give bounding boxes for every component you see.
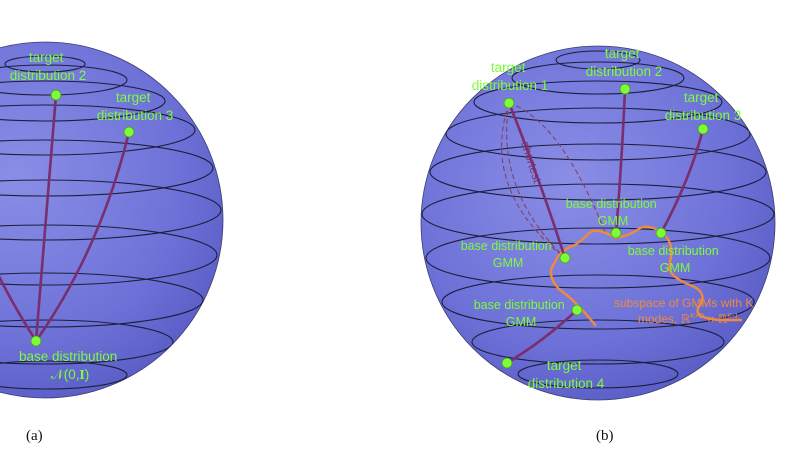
gmm-subspace-curve	[549, 225, 742, 327]
label-b-gmm-lower: base distribution GMM	[474, 298, 569, 329]
point-b-gmm-lower	[571, 304, 583, 316]
label-a-target3: target distribution 3	[97, 90, 174, 123]
geodesic-a-base-to-target2	[34, 93, 58, 343]
latitude-lines-b	[421, 50, 775, 389]
label-b-gmm-left: base distribution GMM	[461, 239, 556, 270]
geodesic-b-shortest	[507, 101, 567, 260]
point-b-target1	[503, 97, 515, 109]
geodesic-a-base-to-offscreen	[0, 275, 38, 343]
label-b-target4: target distribution 4	[528, 358, 605, 391]
caption-a: (a)	[26, 428, 43, 444]
geodesic-a-base-to-target3	[34, 130, 131, 343]
label-subspace-line1: subspace of GMMs with K	[614, 296, 753, 310]
point-b-target3	[697, 123, 709, 135]
point-a-target3	[123, 126, 135, 138]
dashed-path-3	[508, 102, 606, 233]
point-a-target2	[50, 89, 62, 101]
panel-b: target distribution 1 target distributio…	[420, 45, 776, 444]
label-b-target3: target distribution 3	[665, 90, 742, 123]
geodesic-b-to-target3	[659, 127, 705, 235]
point-b-gmm-top	[610, 227, 622, 239]
label-a-base: base distribution 𝒩(0,𝐈)	[19, 349, 121, 382]
label-b-gmm-right: base distribution GMM	[628, 244, 723, 275]
label-a-target2: target distribution 2	[10, 50, 87, 83]
geodesic-b-to-target2	[614, 87, 627, 235]
panel-a: target distribution 2 target distributio…	[0, 41, 224, 444]
latitude-lines-a	[0, 55, 222, 390]
dashed-path-1	[501, 102, 566, 259]
point-b-target2	[619, 83, 631, 95]
label-b-gmm-top: base distribution GMM	[566, 197, 661, 228]
geodesic-b-to-target4	[505, 308, 579, 365]
label-b-target2: target distribution 2	[586, 46, 663, 79]
point-a-base	[30, 335, 42, 347]
point-b-target4	[501, 357, 513, 369]
point-b-gmm-right	[655, 227, 667, 239]
caption-b: (b)	[596, 428, 614, 444]
point-b-gmm-left	[559, 252, 571, 264]
sphere-b	[420, 45, 776, 401]
label-b-target1: target distribution 1	[472, 60, 549, 93]
dashed-path-2	[506, 102, 566, 259]
label-subspace-line2: modes, ℝK×D × ℝK-1	[638, 312, 738, 326]
